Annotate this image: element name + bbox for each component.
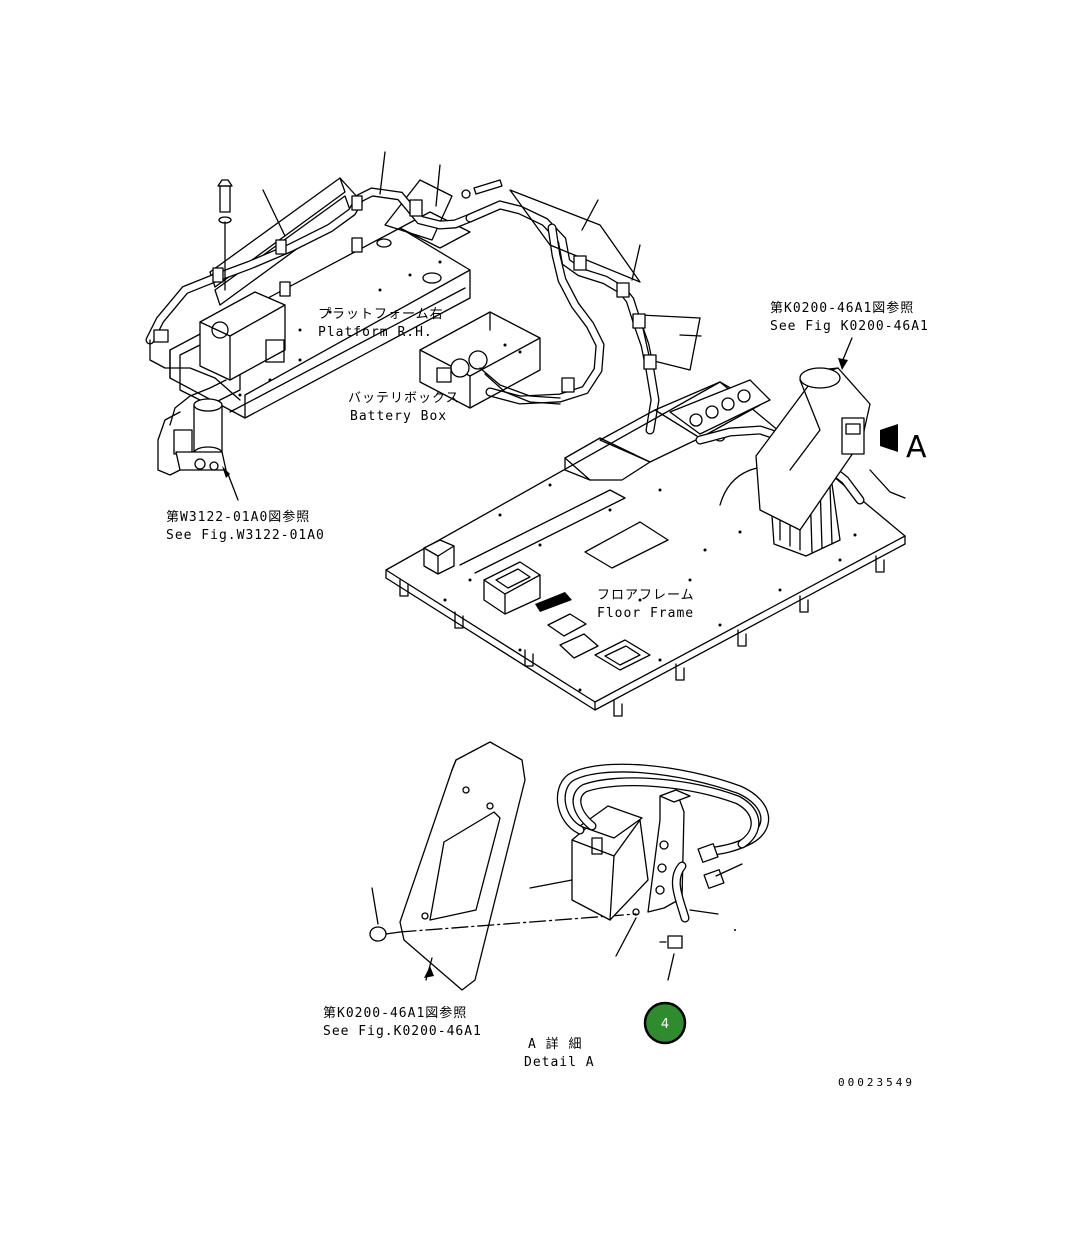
floor-frame-label-jp: フロアフレーム [597, 588, 695, 603]
callout-4-circle[interactable] [643, 1001, 687, 1045]
floor-frame-label-en: Floor Frame [597, 606, 694, 621]
callout-4-number[interactable]: 4 [661, 1017, 669, 1032]
annotation-labels: プラットフォーム右 Platform R.H. バッテリボックス Battery… [166, 300, 929, 1089]
detail-a-assembly [369, 741, 770, 991]
ref-k0200-top-label-en: See Fig K0200-46A1 [770, 319, 929, 334]
detail-a-label-jp: A 詳 細 [528, 1036, 582, 1052]
platform-rh-assembly [145, 151, 702, 419]
ref-k0200-top-label-jp: 第K0200-46A1図参照 [770, 300, 914, 316]
platform-rh-label-jp: プラットフォーム右 [318, 307, 444, 322]
ref-w3122-label-en: See Fig.W3122-01A0 [166, 528, 325, 543]
callout-4-button[interactable]: 4 [643, 1001, 687, 1045]
drawing-number: 00023549 [838, 1076, 915, 1089]
battery-box-assembly [419, 311, 561, 409]
battery-box-label-en: Battery Box [350, 409, 447, 424]
view-a-letter: A [906, 430, 927, 465]
battery-box-label-jp: バッテリボックス [348, 391, 460, 406]
hose-routing [465, 189, 701, 435]
floor-frame-assembly [385, 337, 906, 717]
pump-assembly [157, 379, 239, 501]
platform-rh-label-en: Platform R.H. [318, 325, 433, 340]
ref-w3122-label-jp: 第W3122-01A0図参照 [166, 509, 310, 525]
ref-k0200-bottom-label-jp: 第K0200-46A1図参照 [323, 1005, 467, 1021]
ref-k0200-bottom-label-en: See Fig.K0200-46A1 [323, 1024, 482, 1039]
detail-a-label-en: Detail A [524, 1055, 595, 1070]
